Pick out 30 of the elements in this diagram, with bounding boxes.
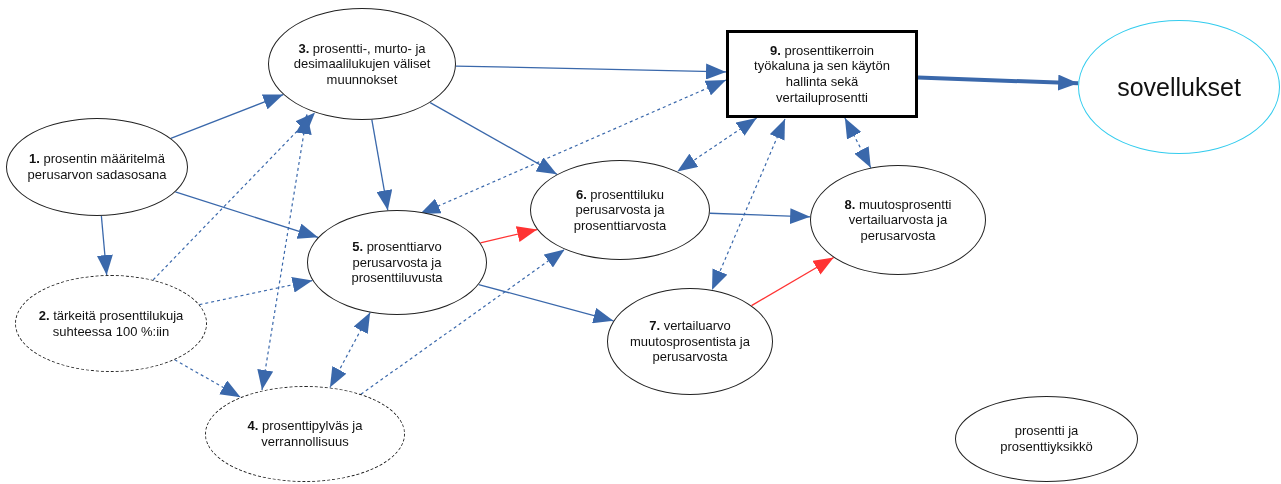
arrow xyxy=(152,111,316,281)
node-label: 4. prosenttipylväs ja verrannollisuus xyxy=(246,418,364,450)
arrow xyxy=(257,113,312,391)
arrow xyxy=(676,117,758,173)
arrow xyxy=(371,119,393,211)
node-label: 6. prosenttiluku perusarvosta ja prosenttiarvosta xyxy=(572,186,668,234)
node-label: 1. prosentin määritelmä perusarvon sadasosana xyxy=(26,151,168,183)
node-label: 7. vertailuarvo muutosprosentista ja perusarvosta xyxy=(629,318,751,365)
arrow xyxy=(455,63,727,80)
arrow xyxy=(709,208,811,225)
node-label: 3. prosentti-, murto- ja desimaalilukujen väliset muunnokset xyxy=(292,40,432,88)
node-label: 2. tärkeitä prosenttilukuja suhteessa 100 %:iin xyxy=(37,307,185,340)
arrow xyxy=(198,276,314,306)
arrow xyxy=(360,248,566,395)
node-label: 8. muutosprosentti vertailuarvosta ja perusarvosta xyxy=(843,196,953,244)
node-label: prosentti ja prosenttiyksikkö xyxy=(999,423,1094,455)
arrow xyxy=(170,93,284,139)
arrow xyxy=(917,74,1079,91)
arrow xyxy=(479,226,538,244)
arrow xyxy=(419,79,727,215)
node-label: sovellukset xyxy=(1117,72,1241,102)
node-label: 9. prosenttikerroin työkaluna ja sen käytön hallinta sekä vertailuprosentti xyxy=(753,42,891,106)
arrow xyxy=(844,117,872,169)
arrow xyxy=(96,215,113,276)
arrow xyxy=(174,191,319,239)
topic-box xyxy=(726,30,918,118)
node-label: 5. prosenttiarvo perusarvosta ja prosenttiluvusta xyxy=(350,239,444,286)
arrow xyxy=(429,101,558,175)
arrow xyxy=(174,359,242,398)
arrow xyxy=(750,256,835,307)
